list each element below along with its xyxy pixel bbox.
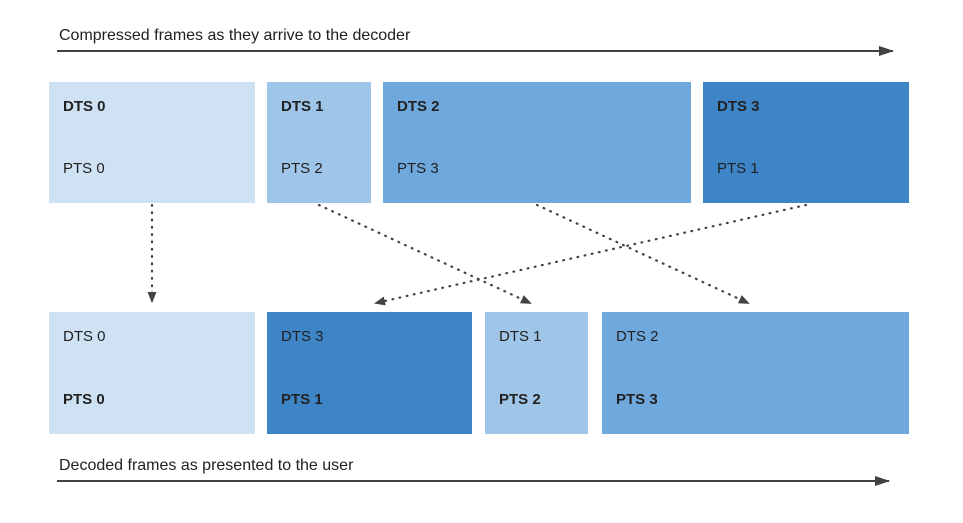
top-frame-dts2: DTS 2 PTS 3 (383, 82, 691, 203)
bottom-frame-pts3: DTS 2 PTS 3 (602, 312, 909, 434)
connector-dts2-to-pts3 (535, 203, 750, 305)
pts-label: PTS 2 (499, 391, 541, 408)
pts-label: PTS 1 (281, 391, 323, 408)
bottom-frame-pts2: DTS 1 PTS 2 (485, 312, 588, 434)
connector-dts1-to-pts2 (317, 203, 532, 305)
pts-label: PTS 2 (281, 160, 323, 177)
connector-dts3-to-pts1 (374, 203, 808, 306)
dts-label: DTS 2 (616, 328, 659, 345)
dts-label: DTS 2 (397, 98, 440, 115)
dts-label: DTS 0 (63, 98, 106, 115)
pts-label: PTS 0 (63, 391, 105, 408)
dts-label: DTS 1 (499, 328, 542, 345)
dts-label: DTS 3 (281, 328, 324, 345)
pts-label: PTS 0 (63, 160, 105, 177)
top-axis-label: Compressed frames as they arrive to the … (59, 27, 411, 44)
pts-label: PTS 3 (397, 160, 439, 177)
dts-label: DTS 3 (717, 98, 760, 115)
pts-label: PTS 3 (616, 391, 658, 408)
bottom-axis-label: Decoded frames as presented to the user (59, 457, 354, 474)
bottom-frame-pts1: DTS 3 PTS 1 (267, 312, 472, 434)
pts-label: PTS 1 (717, 160, 759, 177)
top-frame-dts1: DTS 1 PTS 2 (267, 82, 371, 203)
top-frame-dts0: DTS 0 PTS 0 (49, 82, 255, 203)
bottom-frame-pts0: DTS 0 PTS 0 (49, 312, 255, 434)
top-frame-dts3: DTS 3 PTS 1 (703, 82, 909, 203)
dts-label: DTS 0 (63, 328, 106, 345)
dts-label: DTS 1 (281, 98, 324, 115)
